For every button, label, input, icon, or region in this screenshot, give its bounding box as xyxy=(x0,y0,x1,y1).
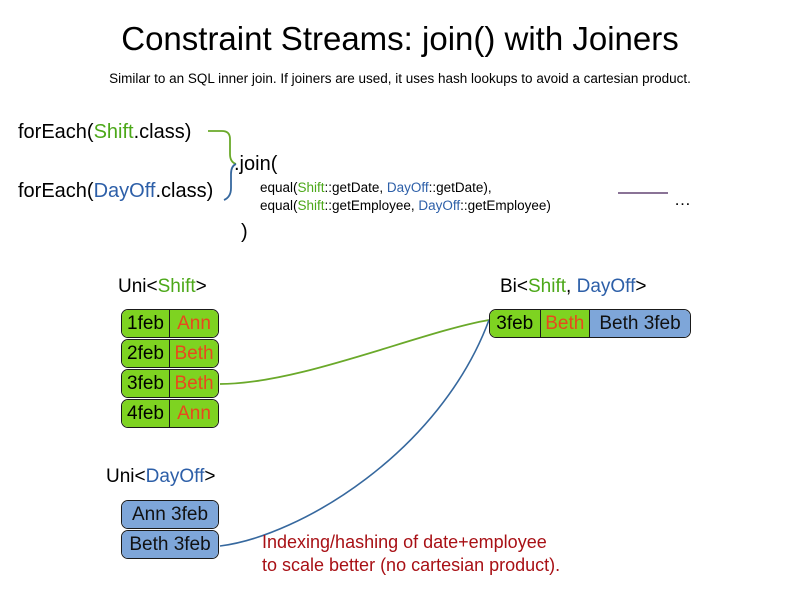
code-join-close: ) xyxy=(241,221,248,243)
bi-row-shift-date: 3feb xyxy=(490,310,540,337)
code-foreach-dayoff-prefix: forEach( xyxy=(18,180,94,202)
bi-row-dayoff-value: Beth 3feb xyxy=(589,310,690,337)
shift-row-2-employee: Beth xyxy=(169,340,218,367)
label-uni-dayoff-suffix: > xyxy=(204,466,216,487)
label-bi-type-a: Shift xyxy=(528,276,567,297)
shift-row-4-date: 4feb xyxy=(122,400,170,427)
code-foreach-dayoff-suffix: .class) xyxy=(155,180,214,202)
shift-row-4-employee: Ann xyxy=(169,400,218,427)
shift-row-1-employee: Ann xyxy=(169,310,218,337)
page-subtitle: Similar to an SQL inner join. If joiners… xyxy=(109,71,691,86)
code-arg-1-right-type: DayOff xyxy=(386,180,429,195)
page-title: Constraint Streams: join() with Joiners xyxy=(121,20,679,57)
label-uni-dayoff-type: DayOff xyxy=(145,466,205,487)
code-arg-2-left-type: Shift xyxy=(297,198,325,213)
connector-shift-row-to-bi xyxy=(219,319,490,385)
table-row[interactable]: 1feb Ann xyxy=(121,309,219,338)
code-arg-2-right-method: ::getEmployee) xyxy=(460,198,551,213)
shift-row-1-date: 1feb xyxy=(122,310,170,337)
code-arg-2-left-method: ::getEmployee, xyxy=(324,198,419,213)
code-join-open: .join( xyxy=(234,153,278,175)
shift-row-3-date: 3feb xyxy=(122,370,170,397)
code-arg-1-prefix: equal( xyxy=(260,180,298,195)
label-uni-dayoff-prefix: Uni< xyxy=(106,466,146,487)
annotation-line-2: to scale better (no cartesian product). xyxy=(262,555,561,575)
code-foreach-dayoff: forEach(DayOff.class) xyxy=(18,179,213,203)
code-ellipsis: … xyxy=(674,190,691,209)
label-bi-type-b: DayOff xyxy=(576,276,636,297)
annotation-note: Indexing/hashing of date+employee to sca… xyxy=(262,531,560,577)
code-token-dayoff: DayOff xyxy=(93,180,156,202)
table-row[interactable]: 3feb Beth xyxy=(121,369,219,398)
label-uni-shift-type: Shift xyxy=(157,276,196,297)
connector-dayoff-row-to-bi xyxy=(219,319,490,547)
code-token-shift: Shift xyxy=(93,121,134,143)
code-foreach-shift-suffix: .class) xyxy=(133,121,192,143)
bi-row-shift-employee: Beth xyxy=(539,310,590,337)
shift-row-2-date: 2feb xyxy=(122,340,170,367)
table-row[interactable]: 4feb Ann xyxy=(121,399,219,428)
table-row[interactable]: 2feb Beth xyxy=(121,339,219,368)
table-row[interactable]: Ann 3feb xyxy=(121,500,219,529)
annotation-line-1: Indexing/hashing of date+employee xyxy=(262,532,547,552)
label-uni-dayoff: Uni<DayOff> xyxy=(106,465,216,489)
label-uni-shift-prefix: Uni< xyxy=(118,276,158,297)
label-bi-suffix: > xyxy=(635,276,647,297)
table-row[interactable]: Beth 3feb xyxy=(121,530,219,559)
code-arg-2-prefix: equal( xyxy=(260,198,298,213)
label-bi-prefix: Bi< xyxy=(500,276,528,297)
code-arg-2-right-type: DayOff xyxy=(418,198,461,213)
shift-row-3-employee: Beth xyxy=(169,370,218,397)
code-arg-1-left-type: Shift xyxy=(297,180,325,195)
label-bi-joined: Bi<Shift, DayOff> xyxy=(500,275,646,299)
code-joiner-arg-2: equal(Shift::getEmployee, DayOff::getEmp… xyxy=(260,197,551,214)
label-uni-shift: Uni<Shift> xyxy=(118,275,207,299)
code-joiner-arg-1: equal(Shift::getDate, DayOff::getDate), xyxy=(260,179,492,196)
code-arg-1-right-method: ::getDate), xyxy=(428,180,492,195)
label-uni-shift-suffix: > xyxy=(195,276,207,297)
code-foreach-shift-prefix: forEach( xyxy=(18,121,94,143)
table-row[interactable]: 3feb Beth Beth 3feb xyxy=(489,309,691,338)
dayoff-row-1-value: Ann 3feb xyxy=(122,501,218,528)
label-bi-comma: , xyxy=(566,276,577,297)
dayoff-row-2-value: Beth 3feb xyxy=(122,531,218,558)
connector-shift-to-join xyxy=(208,130,237,165)
code-arg-1-left-method: ::getDate, xyxy=(324,180,387,195)
code-foreach-shift: forEach(Shift.class) xyxy=(18,120,191,144)
